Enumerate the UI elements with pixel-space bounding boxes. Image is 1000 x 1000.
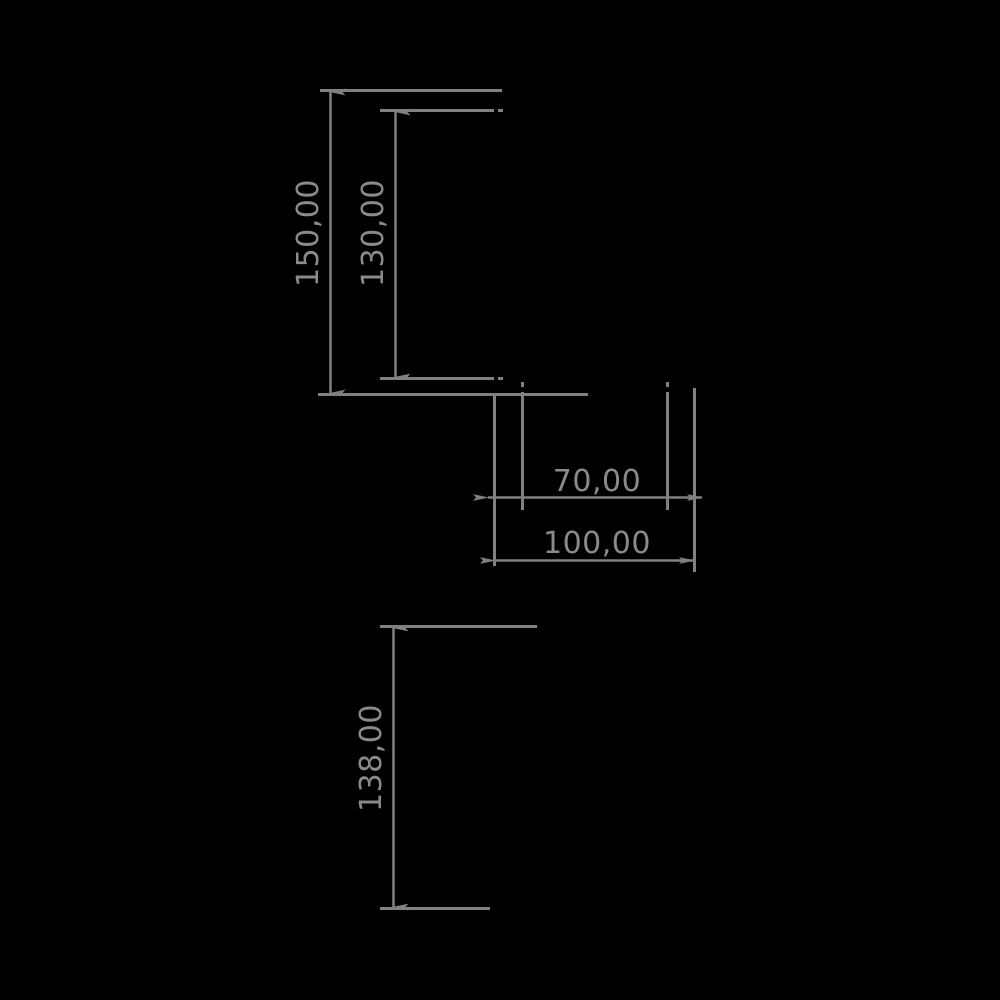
dimension-label-138: 138,00 bbox=[354, 704, 389, 812]
dimension-group-130 bbox=[380, 108, 503, 381]
dimension-group-138 bbox=[380, 624, 537, 911]
dimension-label-70: 70,00 bbox=[553, 464, 641, 499]
dimension-label-130: 130,00 bbox=[356, 179, 391, 287]
dimension-label-150: 150,00 bbox=[291, 179, 326, 287]
dimension-group-70 bbox=[473, 382, 703, 510]
dimension-group-100 bbox=[480, 388, 696, 572]
dimension-label-100: 100,00 bbox=[543, 526, 651, 561]
dimension-group-150 bbox=[318, 88, 588, 397]
